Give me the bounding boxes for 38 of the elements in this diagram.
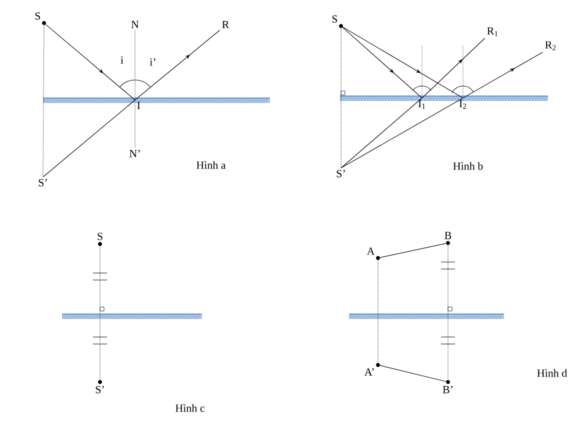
light-ray <box>42 24 44 178</box>
light-ray <box>380 243 446 258</box>
light-ray <box>45 24 136 100</box>
point-label: B’ <box>442 380 452 394</box>
point-label: N’ <box>130 150 140 158</box>
light-ray <box>340 98 422 168</box>
light-ray <box>462 52 544 98</box>
light-ray <box>134 30 136 148</box>
figure-label: Hình a <box>196 161 226 169</box>
point-label: S <box>98 232 102 246</box>
light-ray <box>342 27 422 98</box>
light-ray <box>42 100 136 178</box>
point-label: S’ <box>96 380 104 394</box>
light-ray <box>342 26 464 98</box>
point-label: R <box>222 20 230 28</box>
light-ray <box>340 28 342 168</box>
point-label: S <box>35 12 46 25</box>
point-label: A <box>366 247 380 260</box>
point-label: I$_{2}$ <box>459 100 466 109</box>
angle-label: i <box>120 56 124 64</box>
point-label: S’ <box>336 170 345 178</box>
figure-label: Hình b <box>453 162 483 170</box>
point-label: S’ <box>38 178 47 186</box>
light-ray <box>422 38 486 98</box>
light-ray <box>134 30 220 100</box>
point-label: I$_{1}$ <box>418 100 426 109</box>
point-label: R$_{2}$ <box>545 41 556 50</box>
point-label: I <box>137 102 140 110</box>
point-label: N <box>131 20 139 28</box>
figure-label: Hình c <box>176 404 204 412</box>
point-label: A’ <box>364 363 380 376</box>
light-ray <box>380 365 446 382</box>
point-label: R$_{1}$ <box>487 27 498 36</box>
point-label: S <box>332 15 343 28</box>
light-ray <box>340 98 464 168</box>
figure-label: Hình d <box>537 369 567 377</box>
angle-label: i’ <box>150 58 156 66</box>
point-label: B <box>444 232 452 245</box>
